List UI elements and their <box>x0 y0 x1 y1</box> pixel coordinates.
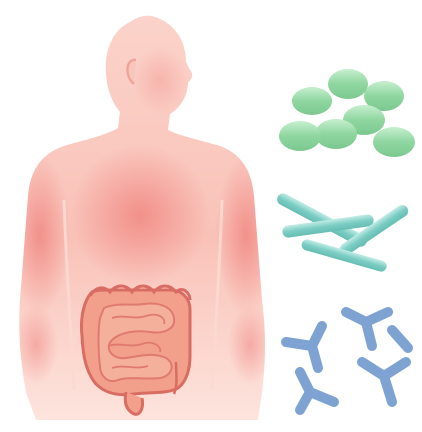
branching-bacteria-group <box>286 312 408 410</box>
right-forearm-glow <box>228 305 272 385</box>
coccus <box>315 119 357 149</box>
y-bacterium <box>300 372 334 410</box>
y-bacterium <box>286 326 322 368</box>
left-forearm-glow <box>14 305 58 385</box>
chest-glow <box>70 145 210 285</box>
y-bacterium <box>392 330 408 348</box>
left-arm-glow <box>10 155 70 315</box>
coccus <box>292 87 332 115</box>
face-glow <box>132 46 188 114</box>
y-bacterium <box>346 312 388 346</box>
cocci-bacteria-group <box>279 69 415 157</box>
rod-bacteria-group <box>275 191 410 273</box>
coccus <box>328 69 368 99</box>
right-arm-glow <box>216 155 276 315</box>
coccus <box>373 127 415 157</box>
y-bacterium <box>362 362 406 402</box>
coccus <box>279 121 321 151</box>
